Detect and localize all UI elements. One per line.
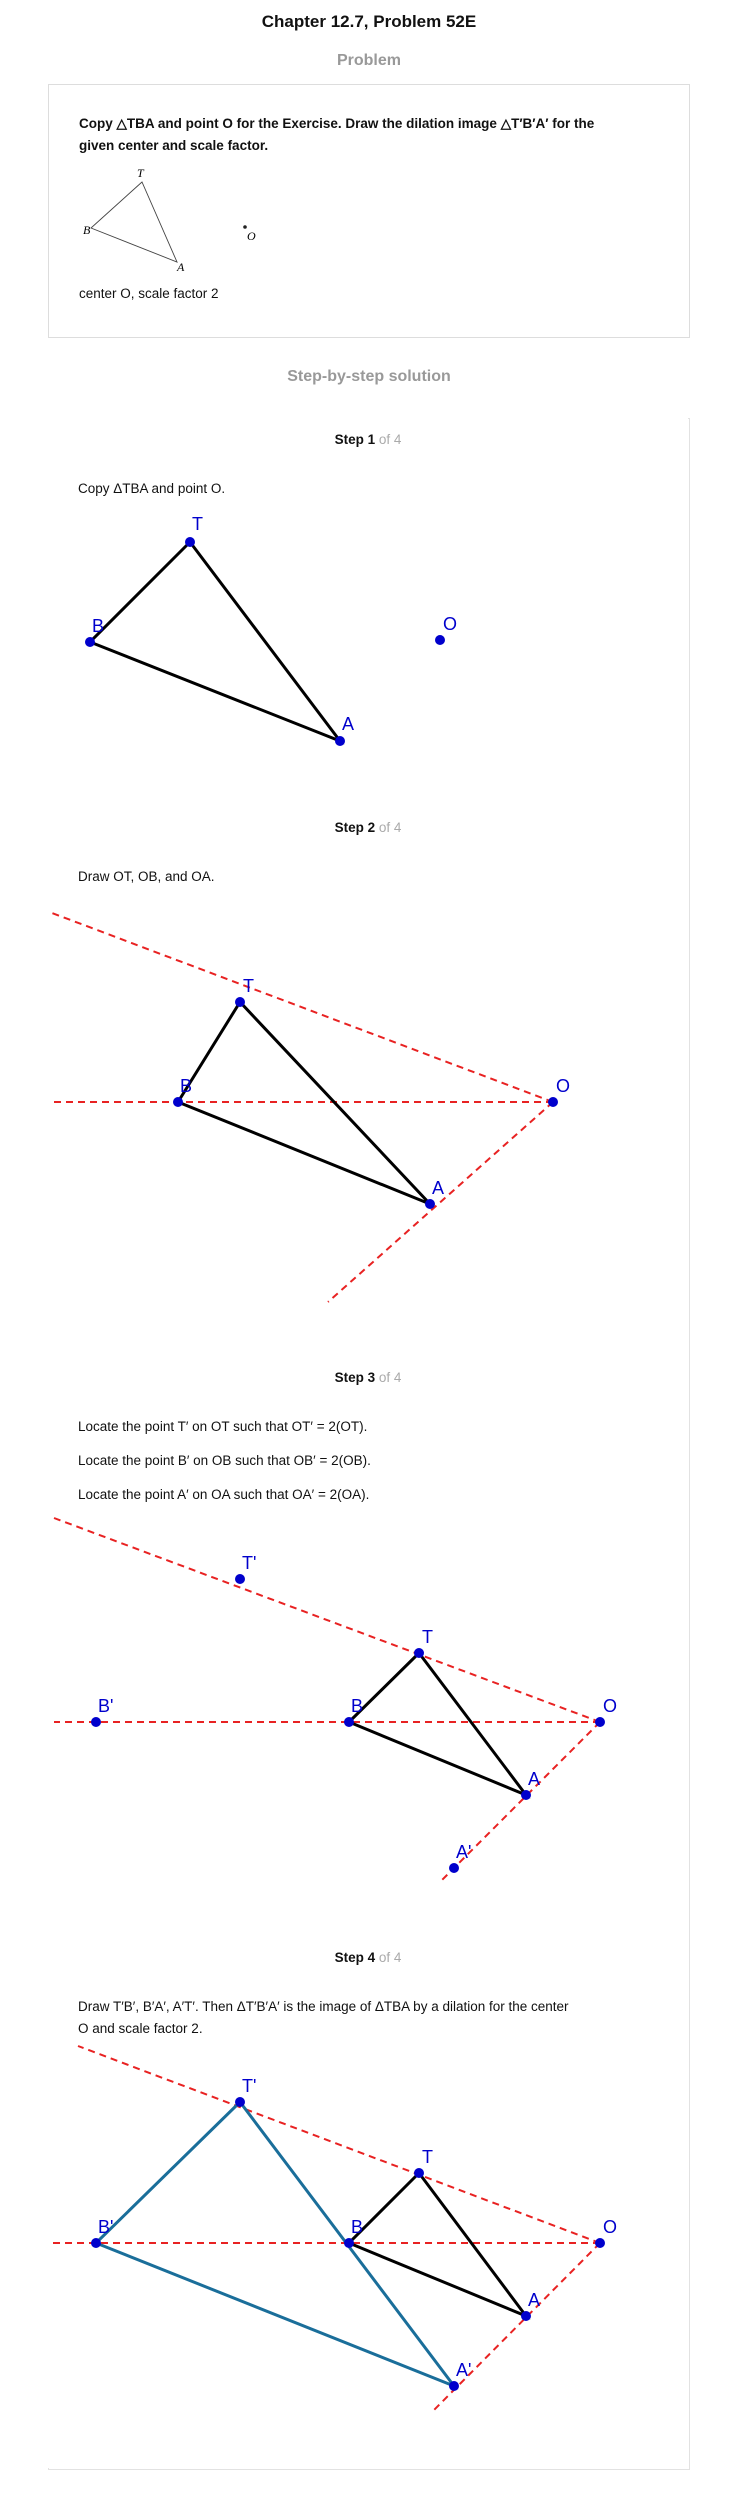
step-4-label-t: T: [422, 2147, 433, 2167]
step-2-label-o: O: [556, 1076, 570, 1096]
step-3-line2: Locate the point B′ on OB such that OB′ …: [78, 1453, 371, 1468]
step-4-point-a-prime: [449, 2381, 459, 2391]
step-2-triangle: [175, 999, 432, 1206]
step-1-label-o: O: [443, 614, 457, 634]
step-1-triangle: [87, 539, 345, 745]
step-4-figure: T B A O T' B' A': [52, 2045, 617, 2413]
problem-heading: Problem: [336, 52, 401, 69]
step-1-label-a: A: [342, 714, 354, 734]
problem-label-t: T: [137, 166, 145, 180]
step-4-label-b: B: [351, 2217, 363, 2237]
step-3-label-a-prime: A': [456, 1842, 471, 1862]
step-2-point-a: [425, 1199, 435, 1209]
step-3-point-t-prime: [235, 1574, 245, 1584]
solution-heading: Step-by-step solution: [287, 368, 451, 385]
step-4-label-t-prime: T': [242, 2076, 256, 2096]
step-3-point-t: [414, 1648, 424, 1658]
problem-label-o: O: [247, 229, 256, 243]
step-4-label-a: A: [528, 2290, 540, 2310]
problem-text-line2: given center and scale factor.: [79, 138, 269, 153]
step-1-heading: Step 1 of 4: [334, 432, 402, 447]
problem-figure: T B A O: [83, 166, 256, 274]
step-2-point-b: [173, 1097, 183, 1107]
step-4-label-a-prime: A': [456, 2360, 471, 2380]
step-3-label-b: B: [351, 1696, 363, 1716]
problem-label-b: B: [83, 223, 91, 237]
step-2-ray-ot: [51, 912, 554, 1103]
step-2-heading: Step 2 of 4: [334, 820, 402, 835]
step-4-point-t: [414, 2168, 424, 2178]
step-3-ray-ot: [53, 1517, 601, 1723]
step-3-triangle: [346, 1650, 531, 1799]
step-1-point-b: [85, 637, 95, 647]
step-4-ray-oa: [431, 2242, 601, 2413]
step-2-point-t: [235, 997, 245, 1007]
page-title: Chapter 12.7, Problem 52E: [261, 12, 477, 31]
step-4-ray-ot: [77, 2045, 601, 2244]
step-4: Step 4 of 4 Draw T′B′, B′A′, A′T′. Then …: [48, 1936, 688, 2468]
step-2-label-a: A: [432, 1178, 444, 1198]
step-3-point-b: [344, 1717, 354, 1727]
step-4-line1: Draw T′B′, B′A′, A′T′. Then ΔT′B′A′ is t…: [78, 1999, 569, 2014]
step-4-point-b-prime: [91, 2238, 101, 2248]
step-3-line3: Locate the point A′ on OA such that OA′ …: [78, 1487, 370, 1502]
problem-card: Copy △TBA and point O for the Exercise. …: [48, 84, 690, 338]
step-4-triangle: [346, 2170, 531, 2320]
step-4-label-o: O: [603, 2217, 617, 2237]
step-3-label-o: O: [603, 1696, 617, 1716]
problem-triangle: [90, 181, 178, 263]
problem-text-line1: Copy △TBA and point O for the Exercise. …: [79, 116, 595, 131]
problem-label-a: A: [176, 260, 185, 274]
step-3-point-a-prime: [449, 1863, 459, 1873]
problem-caption: center O, scale factor 2: [79, 286, 219, 301]
step-3-label-t-prime: T': [242, 1553, 256, 1573]
step-2: Step 2 of 4 Draw OT, OB, and OA. T B A O: [48, 806, 688, 1357]
step-2-figure: T B A O: [51, 912, 570, 1303]
step-2-rays: [51, 912, 554, 1303]
step-2-point-o: [548, 1097, 558, 1107]
step-3-figure: T B A O T' B' A': [53, 1517, 617, 1881]
step-3-line1: Locate the point T′ on OT such that OT′ …: [78, 1419, 368, 1434]
step-2-label-t: T: [243, 976, 254, 996]
step-4-rays: [52, 2045, 601, 2413]
step-1-point-t: [185, 537, 195, 547]
step-1-text: Copy ΔTBA and point O.: [78, 481, 226, 496]
step-3-label-b-prime: B': [98, 1696, 113, 1716]
step-4-line2: O and scale factor 2.: [78, 2021, 203, 2036]
step-3-label-a: A: [528, 1769, 540, 1789]
step-2-ray-oa: [327, 1101, 554, 1303]
problem-point-o: [243, 225, 247, 229]
step-1-figure: T B A O: [85, 514, 457, 746]
step-4-point-a: [521, 2311, 531, 2321]
step-3-heading: Step 3 of 4: [334, 1370, 402, 1385]
step-4-point-t-prime: [235, 2097, 245, 2107]
step-3-point-b-prime: [91, 1717, 101, 1727]
step-3-label-t: T: [422, 1627, 433, 1647]
step-3-ray-oa: [441, 1721, 601, 1881]
step-3-rays: [53, 1517, 601, 1881]
step-3-point-o: [595, 1717, 605, 1727]
step-4-point-o: [595, 2238, 605, 2248]
step-3: Step 3 of 4 Locate the point T′ on OT su…: [48, 1356, 688, 1937]
step-1-point-o: [435, 635, 445, 645]
step-3-point-a: [521, 1790, 531, 1800]
step-4-heading: Step 4 of 4: [334, 1950, 402, 1965]
step-1-label-t: T: [192, 514, 203, 534]
step-2-text: Draw OT, OB, and OA.: [78, 869, 215, 884]
step-2-label-b: B: [180, 1076, 192, 1096]
step-1-label-b: B: [92, 616, 104, 636]
step-1-point-a: [335, 736, 345, 746]
step-1: Step 1 of 4 Copy ΔTBA and point O. T B A…: [48, 418, 688, 807]
step-4-label-b-prime: B': [98, 2217, 113, 2237]
step-4-point-b: [344, 2238, 354, 2248]
